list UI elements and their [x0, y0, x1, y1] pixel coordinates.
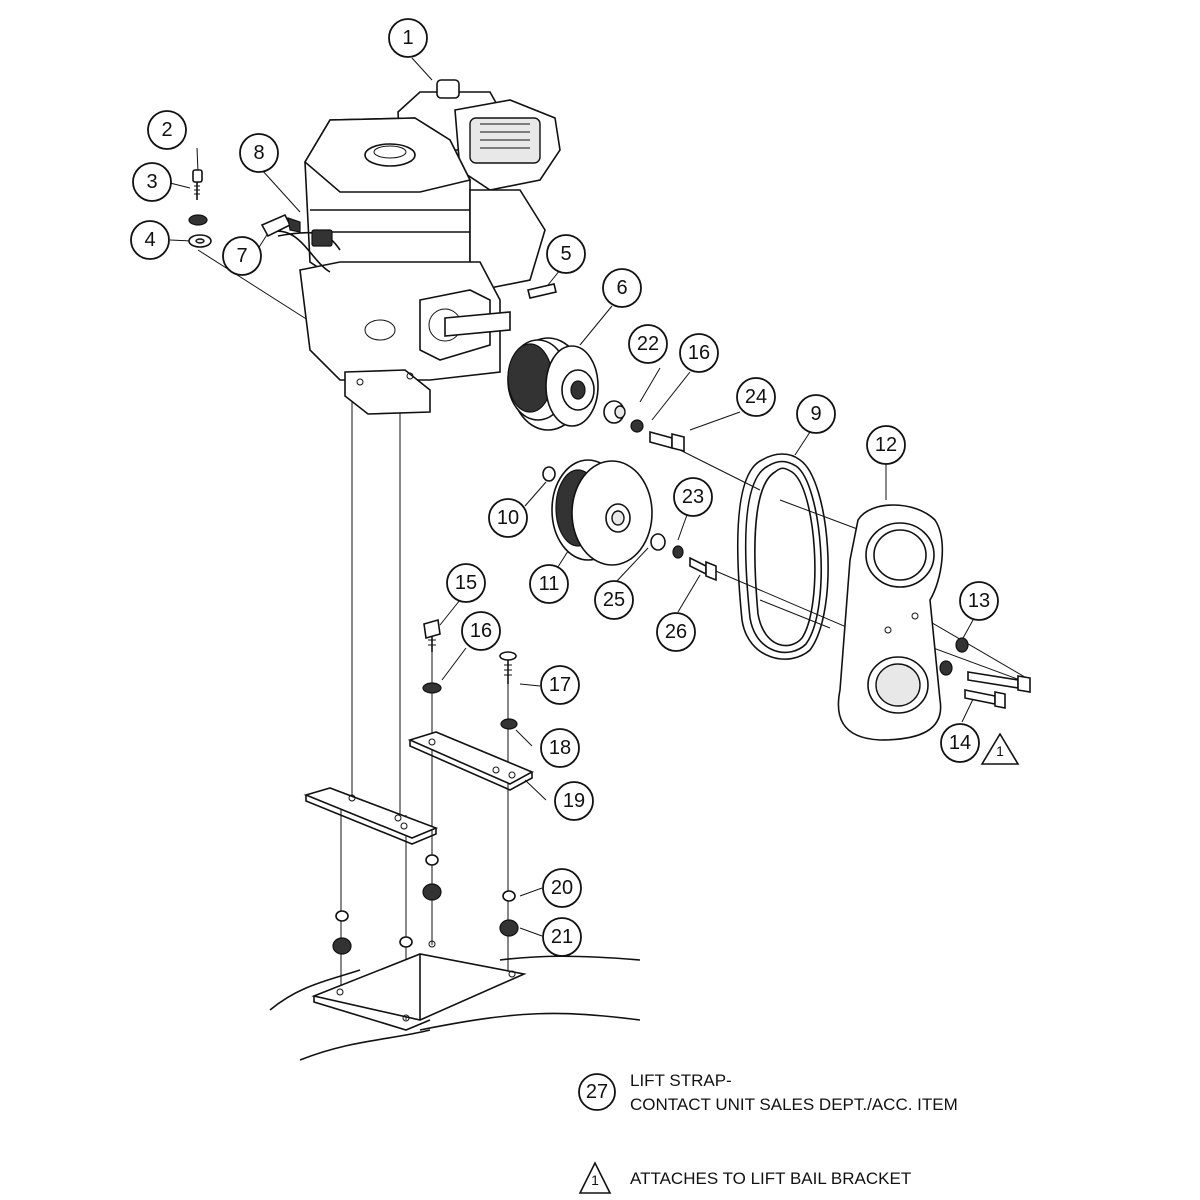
callout-10: 10 — [488, 498, 528, 538]
bolt-part-26 — [689, 556, 717, 582]
callout-15: 15 — [446, 563, 486, 603]
svg-text:10: 10 — [497, 507, 519, 529]
bolt-part-15 — [423, 618, 441, 652]
washer-part-13 — [955, 637, 969, 653]
callout-6: 6 — [602, 268, 642, 308]
callout-22: 22 — [628, 324, 668, 364]
legend-note-text: ATTACHES TO LIFT BAIL BRACKET — [630, 1169, 912, 1188]
note-triangle-callout-14: 1 — [980, 732, 1020, 765]
washer-part-13b — [939, 660, 953, 676]
legend-item-27-text: LIFT STRAP- CONTACT UNIT SALES DEPT./ACC… — [630, 1069, 958, 1117]
svg-text:22: 22 — [637, 333, 659, 355]
svg-text:18: 18 — [549, 737, 571, 759]
callout-17: 17 — [540, 665, 580, 705]
connector-part-7 — [260, 213, 301, 238]
svg-text:20: 20 — [551, 877, 573, 899]
svg-text:2: 2 — [161, 119, 172, 141]
spacer-part-20 — [335, 854, 516, 948]
callout-18: 18 — [540, 728, 580, 768]
bolt-part-24 — [649, 430, 685, 453]
svg-text:16: 16 — [688, 342, 710, 364]
washer-part-16-lower — [422, 682, 442, 694]
belt-guard-part-12 — [837, 504, 944, 741]
legend-callout-27: 27 — [578, 1073, 616, 1111]
washer-part-16-upper — [630, 419, 644, 433]
callout-9: 9 — [796, 394, 836, 434]
lock-washer-part-3 — [188, 214, 208, 226]
tank-filler-cap — [364, 143, 416, 167]
engine-assembly — [269, 79, 561, 415]
svg-text:16: 16 — [470, 620, 492, 642]
svg-text:21: 21 — [551, 926, 573, 948]
callout-1: 1 — [388, 18, 428, 58]
svg-text:1: 1 — [591, 1172, 599, 1188]
svg-text:23: 23 — [682, 486, 704, 508]
spacer-part-22 — [603, 400, 626, 424]
spacer-part-10 — [542, 466, 556, 482]
callout-16-lower: 16 — [461, 611, 501, 651]
washer-part-23 — [672, 545, 684, 559]
callout-5: 5 — [546, 234, 586, 274]
svg-text:17: 17 — [549, 674, 571, 696]
legend-item-27-line2: CONTACT UNIT SALES DEPT./ACC. ITEM — [630, 1095, 958, 1114]
driven-pulley-part-11 — [551, 459, 653, 566]
callout-14: 14 — [940, 723, 980, 763]
key-part-5 — [527, 283, 557, 299]
plate-part-19 — [407, 731, 534, 791]
spacer-part-25 — [650, 533, 666, 551]
callout-20: 20 — [542, 868, 582, 908]
callout-11: 11 — [529, 564, 569, 604]
legend-note-triangle: 1 — [578, 1161, 612, 1194]
svg-text:14: 14 — [949, 732, 971, 754]
svg-text:3: 3 — [146, 171, 157, 193]
screw-part-17 — [499, 651, 517, 684]
bolt-part-14 — [964, 671, 1031, 709]
engine-mount-foot — [344, 369, 431, 415]
callout-21: 21 — [542, 917, 582, 957]
callout-24: 24 — [736, 377, 776, 417]
mount-plate-upper — [303, 787, 439, 845]
svg-text:5: 5 — [560, 243, 571, 265]
callout-23: 23 — [673, 477, 713, 517]
callout-12: 12 — [866, 425, 906, 465]
svg-text:4: 4 — [144, 229, 155, 251]
drive-pulley-part-6 — [507, 337, 599, 431]
svg-text:25: 25 — [603, 589, 625, 611]
svg-text:7: 7 — [236, 245, 247, 267]
svg-text:1: 1 — [996, 743, 1004, 759]
svg-text:15: 15 — [455, 572, 477, 594]
washer-part-18 — [500, 718, 518, 730]
switch-part-8 — [311, 229, 333, 247]
callout-13: 13 — [959, 581, 999, 621]
callout-16-upper: 16 — [679, 333, 719, 373]
callout-8: 8 — [239, 133, 279, 173]
callout-4: 4 — [130, 220, 170, 260]
svg-text:1: 1 — [402, 27, 413, 49]
svg-text:24: 24 — [745, 386, 767, 408]
svg-text:26: 26 — [665, 621, 687, 643]
legend-item-27-line1: LIFT STRAP- — [630, 1071, 732, 1090]
svg-text:13: 13 — [968, 590, 990, 612]
callout-7: 7 — [222, 236, 262, 276]
fuel-cap — [436, 79, 460, 99]
svg-text:27: 27 — [586, 1081, 608, 1103]
callout-25: 25 — [594, 580, 634, 620]
bolt-part-2 — [192, 169, 203, 200]
svg-text:9: 9 — [810, 403, 821, 425]
svg-text:19: 19 — [563, 790, 585, 812]
callout-26: 26 — [656, 612, 696, 652]
callout-19: 19 — [554, 781, 594, 821]
v-belt-part-9 — [736, 453, 829, 660]
crankshaft — [444, 311, 511, 337]
svg-text:8: 8 — [253, 142, 264, 164]
callout-2: 2 — [147, 110, 187, 150]
svg-text:12: 12 — [875, 434, 897, 456]
svg-text:6: 6 — [616, 277, 627, 299]
callout-3: 3 — [132, 162, 172, 202]
svg-text:11: 11 — [539, 573, 560, 595]
base-plate — [269, 940, 641, 1061]
